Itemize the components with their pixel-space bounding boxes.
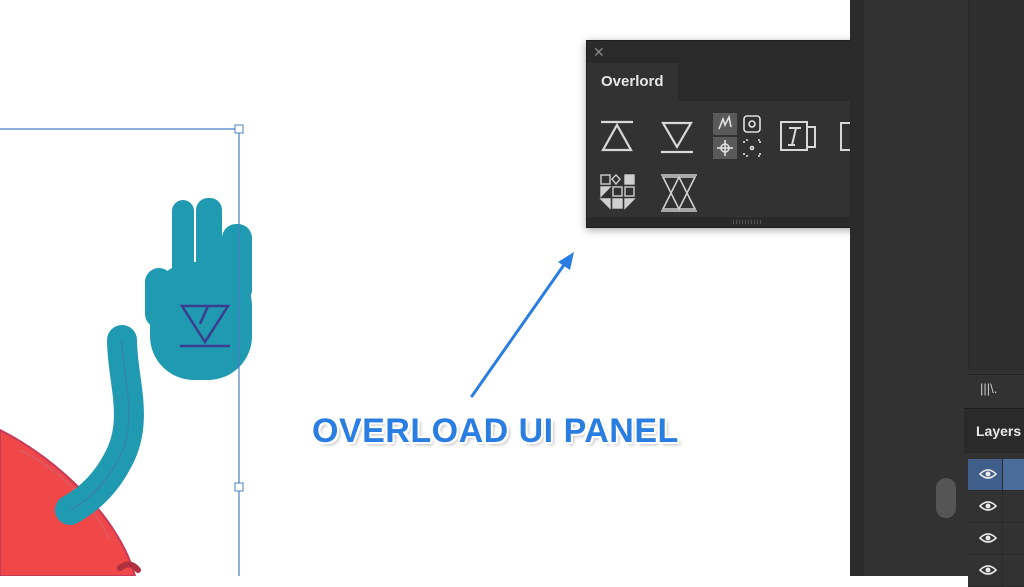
- crossed-triangles-icon[interactable]: [659, 173, 699, 213]
- layer-row[interactable]: [968, 491, 1024, 523]
- properties-panel-area: [968, 0, 1024, 370]
- libraries-icon[interactable]: |||\.: [980, 381, 998, 396]
- four-mini-tools-icon[interactable]: [713, 113, 765, 161]
- character-illustration[interactable]: [0, 0, 850, 576]
- layer-row[interactable]: [968, 555, 1024, 587]
- text-frame-icon[interactable]: [779, 119, 819, 153]
- eye-icon[interactable]: [974, 555, 1002, 586]
- shape-grid-icon[interactable]: [599, 173, 637, 211]
- triangle-up-bar-icon[interactable]: [599, 119, 635, 155]
- overlord-logo-icon: [179, 304, 231, 348]
- layers-panel-header: Layers: [964, 408, 1024, 453]
- panel-dock-gutter: [850, 0, 864, 576]
- panel-title-tab[interactable]: Overlord: [587, 63, 678, 101]
- right-panel-dock: |||\. Layers: [864, 0, 1024, 587]
- triangle-down-bar-icon[interactable]: [659, 119, 695, 155]
- eye-icon[interactable]: [974, 523, 1002, 554]
- selection-bounding-box[interactable]: [0, 124, 244, 576]
- character-arm[interactable]: [55, 325, 144, 525]
- close-icon[interactable]: ✕: [593, 44, 605, 60]
- eye-icon[interactable]: [974, 491, 1002, 522]
- annotation-label: OVERLOAD UI PANEL: [312, 412, 679, 450]
- eye-icon[interactable]: [974, 459, 1002, 490]
- character-hand[interactable]: [145, 198, 252, 380]
- panel-resize-grip[interactable]: [587, 217, 907, 227]
- dock-scroll-handle[interactable]: [936, 478, 956, 518]
- annotation-arrow: [470, 252, 574, 398]
- layer-row[interactable]: [968, 459, 1024, 491]
- layers-panel-title[interactable]: Layers: [976, 423, 1022, 439]
- layer-row[interactable]: [968, 523, 1024, 555]
- libraries-bar: |||\.: [968, 374, 1024, 405]
